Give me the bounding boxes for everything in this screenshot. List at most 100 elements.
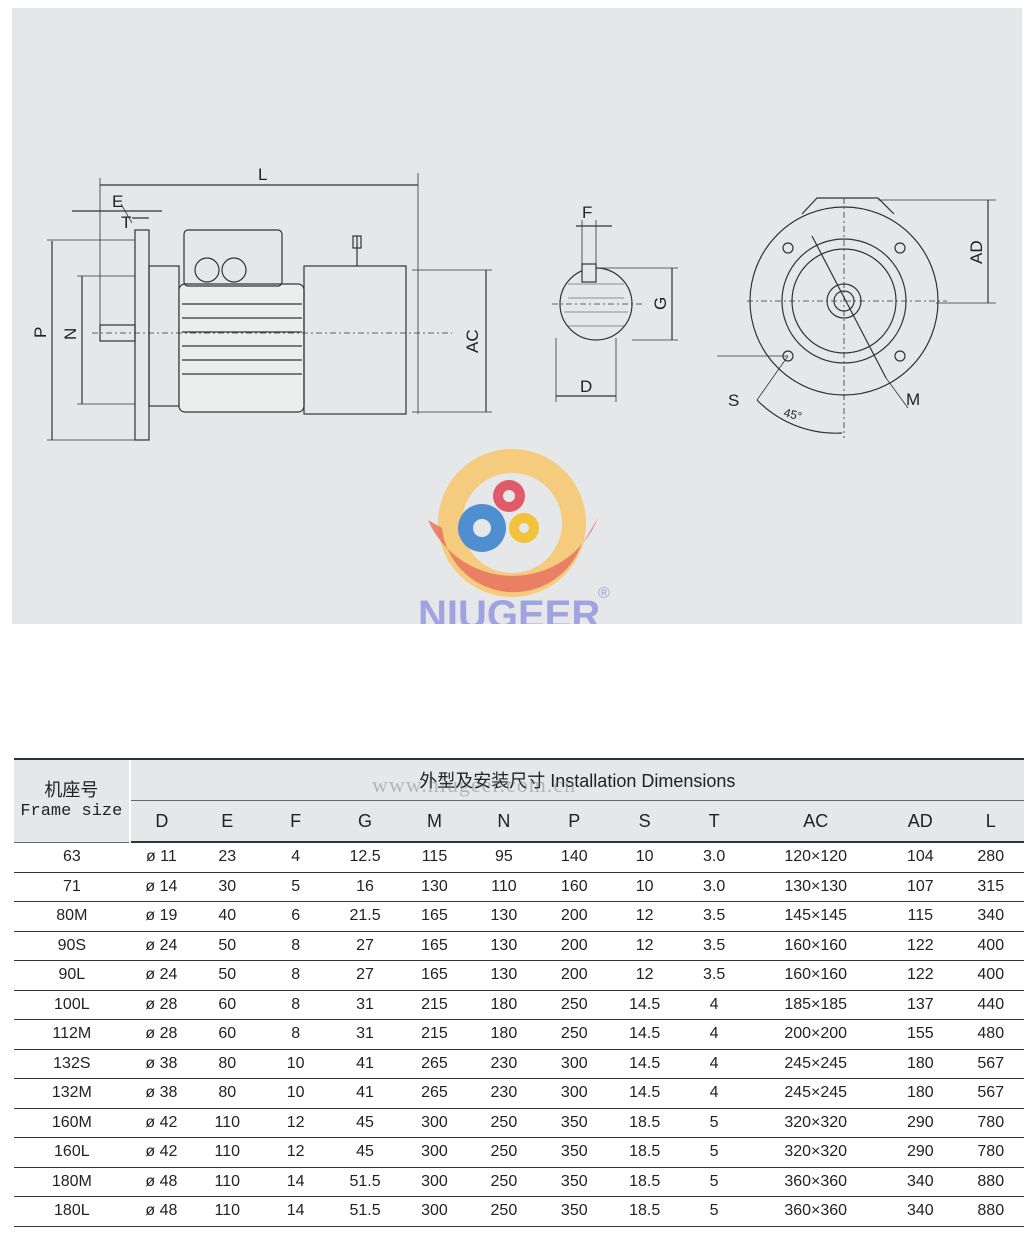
dimension-cell: 200 [539, 960, 610, 991]
dimension-cell: 130 [468, 901, 540, 932]
frame-size-cn: 机座号 [44, 779, 99, 800]
dimension-cell: 14.5 [609, 1019, 680, 1050]
dimension-cell: 3.5 [679, 960, 749, 991]
dimension-cell: 45 [329, 1137, 401, 1168]
dimension-cell: 140 [539, 842, 610, 873]
dimension-cell: 14 [261, 1167, 330, 1197]
dimension-cell: 340 [957, 901, 1024, 932]
dimension-cell: 165 [400, 960, 469, 991]
dimension-cell: 160×160 [748, 931, 884, 961]
dimension-cell: 250 [539, 1019, 610, 1050]
dim-label-ac: AC [463, 329, 482, 353]
column-header-l: L [957, 800, 1024, 843]
dimension-cell: 95 [468, 842, 540, 873]
dimension-cell: 60 [193, 1019, 262, 1050]
dimension-cell: 107 [883, 872, 958, 902]
dimension-cell: 5 [679, 1108, 749, 1138]
dimension-cell: ø 24 [129, 960, 194, 991]
frame-size-cell: 90S [14, 931, 130, 961]
dimension-cell: 480 [957, 1019, 1024, 1050]
dimension-cell: 250 [468, 1167, 540, 1197]
dimension-cell: 60 [193, 990, 262, 1020]
dimension-cell: 3.5 [679, 901, 749, 932]
dim-label-e: E [112, 192, 123, 211]
dimension-cell: 185×185 [748, 990, 884, 1020]
dimension-cell: 12 [609, 901, 680, 932]
dimension-cell: 350 [539, 1137, 610, 1168]
dimension-cell: 8 [261, 1019, 330, 1050]
dimension-cell: 300 [400, 1137, 469, 1168]
dimension-cell: 4 [679, 1019, 749, 1050]
dim-label-m: M [906, 390, 920, 409]
dim-label-d: D [580, 377, 592, 396]
dimension-cell: 130 [400, 872, 469, 902]
dimension-cell: 245×245 [748, 1078, 884, 1109]
dimension-cell: 4 [679, 990, 749, 1020]
dimension-cell: 45 [329, 1108, 401, 1138]
dimension-cell: 340 [883, 1196, 958, 1227]
dimension-cell: 265 [400, 1049, 469, 1079]
dimension-cell: 215 [400, 1019, 469, 1050]
dimension-cell: 122 [883, 960, 958, 991]
dimension-cell: ø 38 [129, 1049, 194, 1079]
dimension-cell: ø 14 [129, 872, 194, 902]
dimension-cell: 31 [329, 1019, 401, 1050]
dimension-cell: ø 48 [129, 1167, 194, 1197]
dimension-cell: 160 [539, 872, 610, 902]
dimension-cell: 300 [400, 1196, 469, 1227]
dimension-cell: 230 [468, 1078, 540, 1109]
dimension-cell: 360×360 [748, 1167, 884, 1197]
frame-size-cell: 112M [14, 1019, 130, 1050]
dimension-cell: 245×245 [748, 1049, 884, 1079]
dimension-cell: 160×160 [748, 960, 884, 991]
dimension-cell: 400 [957, 960, 1024, 991]
dimension-cell: 567 [957, 1049, 1024, 1079]
dimension-cell: 4 [679, 1049, 749, 1079]
column-header-n: N [468, 800, 540, 843]
dimension-cell: 10 [261, 1078, 330, 1109]
dim-label-p: P [31, 327, 50, 338]
dimension-cell: 165 [400, 931, 469, 961]
dimension-cell: 14.5 [609, 1078, 680, 1109]
dimension-cell: 41 [329, 1078, 401, 1109]
dimension-cell: 200 [539, 931, 610, 961]
table-top-rule [14, 758, 1024, 760]
dimension-cell: ø 48 [129, 1196, 194, 1227]
dim-label-s: S [728, 391, 739, 410]
dimension-cell: ø 38 [129, 1078, 194, 1109]
frame-size-cell: 63 [14, 842, 130, 873]
dimension-cell: ø 24 [129, 931, 194, 961]
dimension-cell: 104 [883, 842, 958, 873]
dimension-cell: 4 [261, 842, 330, 873]
dimension-cell: 110 [193, 1137, 262, 1168]
dimension-cell: 350 [539, 1196, 610, 1227]
frame-size-cell: 90L [14, 960, 130, 991]
dim-label-n: N [61, 328, 80, 340]
dimension-cell: 14 [261, 1196, 330, 1227]
dimension-cell: 10 [261, 1049, 330, 1079]
column-header-f: F [261, 800, 330, 843]
dimension-cell: 8 [261, 931, 330, 961]
dimension-cell: 27 [329, 931, 401, 961]
dimension-cell: ø 28 [129, 1019, 194, 1050]
dimension-cell: 12 [609, 931, 680, 961]
dim-label-t: T [121, 213, 131, 232]
dimension-cell: 12 [261, 1108, 330, 1138]
shaft-section-view [552, 220, 678, 402]
dimension-cell: 300 [539, 1049, 610, 1079]
dimension-cell: 18.5 [609, 1137, 680, 1168]
frame-size-cell: 132M [14, 1078, 130, 1109]
dimension-cell: 350 [539, 1167, 610, 1197]
dimension-cell: 155 [883, 1019, 958, 1050]
dimension-cell: 250 [468, 1137, 540, 1168]
dimension-cell: 145×145 [748, 901, 884, 932]
dimension-cell: 137 [883, 990, 958, 1020]
